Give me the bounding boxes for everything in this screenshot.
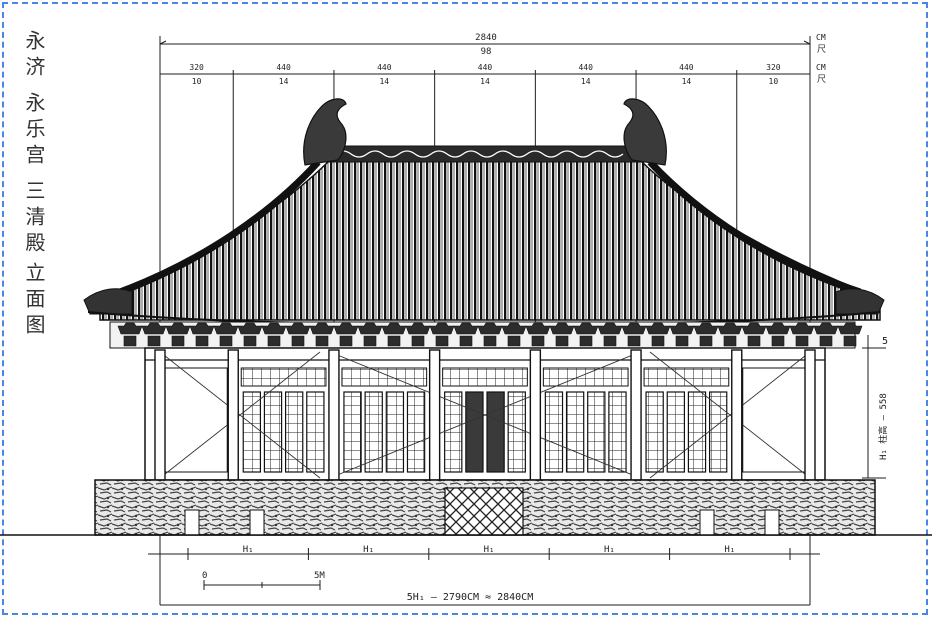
scale-end: 5M [314,571,325,581]
scale-zero: 0 [202,571,207,581]
overall-width-chi: 98 [481,47,492,57]
module-label: H₁ [484,545,495,555]
platform [0,479,932,536]
title-line-4: 立面图 [22,262,46,340]
bottom-dimensions [148,535,820,606]
bay-width-chi: 14 [480,77,490,86]
title-line-2: 永乐宫 [22,92,46,170]
title-block: 永济 永乐宫 三清殿 立面图 [22,30,46,340]
bay-width-cm: 440 [679,63,694,72]
title-line-3: 三清殿 [22,180,46,258]
bay-dimension-labels: 320 10 440 14 440 14 440 14 440 14 440 14 320 10 [189,63,780,86]
module-label: H₁ [724,545,735,555]
bay-width-cm: 440 [276,63,291,72]
bay-width-cm: 320 [189,63,204,72]
overall-width-cm: 2840 [475,33,497,43]
facade [144,347,826,481]
bay-width-chi: 14 [279,77,289,86]
column-height-top-mark: 5 [882,336,888,347]
module-labels: H₁ H₁ H₁ H₁ H₁ [243,545,735,555]
unit-chi-top: 尺 [817,44,826,55]
bay-width-chi: 14 [682,77,692,86]
module-label: H₁ [363,545,374,555]
bay-width-cm: 440 [478,63,493,72]
unit-cm-bays: CM [816,63,826,72]
roof [83,98,885,349]
column-height-dimension [862,335,886,479]
unit-chi-bays: 尺 [817,74,826,85]
module-label: H₁ [604,545,615,555]
bay-width-chi: 10 [769,77,779,86]
bay-width-cm: 320 [766,63,781,72]
bay-width-chi: 14 [379,77,389,86]
bay-width-cm: 440 [578,63,593,72]
column-height-label: H₁ 柱高 — 558 [877,393,889,460]
title-line-1: 永济 [22,30,46,82]
bay-width-chi: 10 [192,77,202,86]
bay-width-chi: 14 [581,77,591,86]
unit-cm-top: CM [816,33,826,42]
module-summary: 5H₁ — 2790CM ≈ 2840CM [407,592,533,603]
bay-width-cm: 440 [377,63,392,72]
module-label: H₁ [243,545,254,555]
